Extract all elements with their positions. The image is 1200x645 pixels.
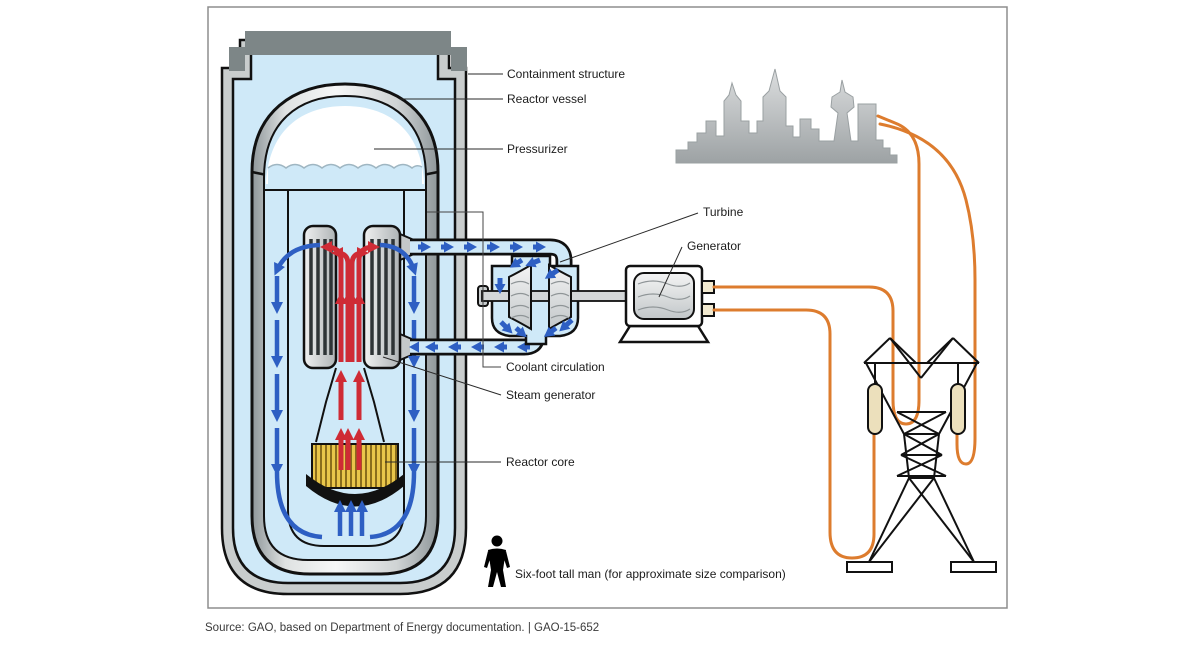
tower-foot	[950, 561, 997, 573]
generator-base	[617, 324, 711, 344]
generator	[617, 264, 715, 344]
steam-generator-right	[362, 224, 415, 370]
turbine-steam-arrows	[494, 257, 574, 338]
label-coolant-circulation: Coolant circulation	[506, 360, 605, 374]
tower-foot	[846, 561, 893, 573]
label-reactor-core: Reactor core	[506, 455, 575, 469]
insulator	[950, 383, 966, 435]
label-turbine: Turbine	[703, 205, 744, 219]
label-size-comparison: Six-foot tall man (for approximate size …	[515, 567, 786, 581]
label-generator: Generator	[687, 239, 741, 253]
label-containment-structure: Containment structure	[507, 67, 625, 81]
containment-lid	[229, 31, 467, 71]
power-line-a	[712, 114, 921, 426]
insulator	[867, 383, 883, 435]
turbine	[477, 254, 635, 346]
label-steam-generator: Steam generator	[506, 388, 595, 402]
steam-flow-arrows	[409, 241, 546, 353]
power-lines	[712, 114, 977, 560]
city-skyline	[675, 68, 898, 164]
label-pressurizer: Pressurizer	[507, 142, 568, 156]
turbine-rotor	[508, 263, 532, 331]
steam-generator-left	[302, 224, 338, 370]
leader-lines	[374, 73, 699, 463]
power-line-c	[878, 122, 977, 466]
hot-flow-arrows	[320, 241, 380, 470]
source-caption: Source: GAO, based on Department of Ener…	[205, 622, 599, 634]
generator-terminal	[701, 280, 715, 294]
man-icon	[484, 535, 510, 587]
reactor-core	[306, 443, 404, 507]
power-line-b	[712, 308, 876, 560]
transmission-tower	[846, 337, 997, 573]
label-reactor-vessel: Reactor vessel	[507, 92, 586, 106]
generator-terminal	[701, 303, 715, 317]
